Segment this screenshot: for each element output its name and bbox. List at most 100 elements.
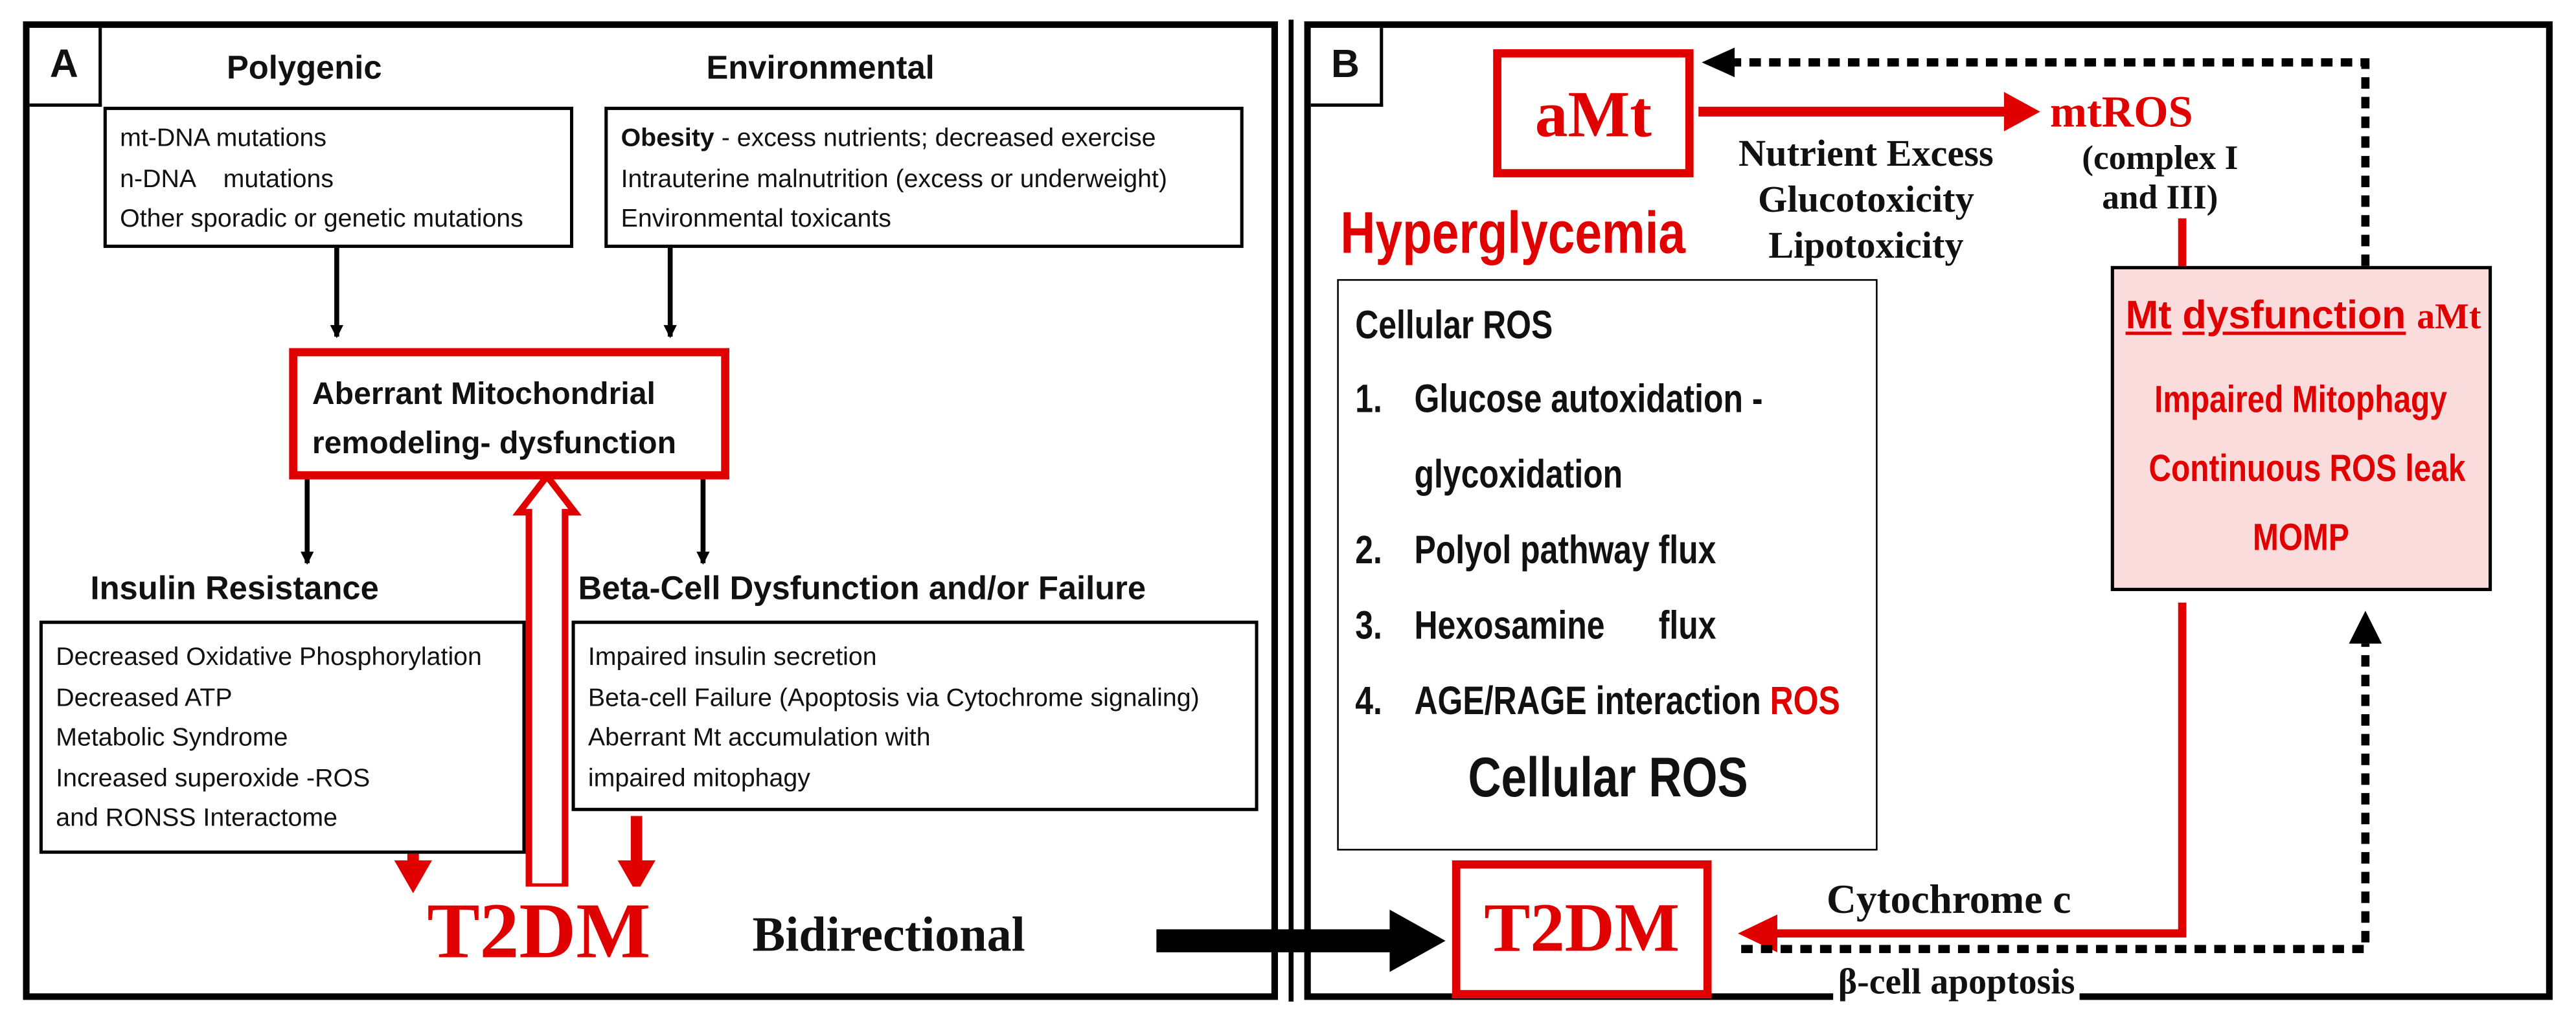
arrow-amt-mtros-shaft: [1698, 106, 2011, 117]
mt-dysfunction-lines: Impaired Mitophagy Continuous ROS leak M…: [2114, 365, 2489, 572]
arrow-to-t2dm-head: [1738, 914, 1777, 952]
cytochrome-label: Cytochrome c: [1819, 877, 2078, 926]
insulin-item: and RONSS Interactome: [56, 804, 338, 833]
mtros-detail-line: (complex I: [2082, 138, 2239, 177]
connector-mtbox-down: [2178, 602, 2187, 934]
mt-line-text: Impaired Mitophagy: [2155, 377, 2448, 421]
beta-item: Impaired insulin secretion: [587, 644, 877, 672]
a-red-arrows: [394, 471, 655, 893]
arrow-amt-mtros-head: [2003, 92, 2040, 131]
beta-item: Beta-cell Failure (Apoptosis via Cytochr…: [587, 684, 1200, 712]
cellular-ros-title-text: Cellular ROS: [1355, 304, 1553, 348]
ros-item-num: 4.: [1355, 679, 1382, 724]
dysfunction-word: dysfunction: [2182, 293, 2406, 339]
ros-item-text: Glucose autoxidation -: [1414, 377, 1763, 422]
red-arrow-right-head: [617, 860, 655, 893]
mt-dysfunction-box: Mt dysfunction aMt Impaired Mitophagy Co…: [2110, 265, 2492, 591]
ros-item-text-with-suffix: AGE/RAGE interaction ROS: [1414, 665, 1840, 741]
ros-item-suffix: ROS: [1761, 679, 1840, 724]
cellular-ros-footer: Cellular ROS: [1339, 745, 1876, 811]
aberrant-line: Aberrant Mitochondrial: [312, 377, 655, 412]
aberrant-mitochondrial-box: Aberrant Mitochondrial remodeling- dysfu…: [289, 348, 729, 480]
panel-b-letter: B: [1310, 28, 1384, 107]
nutrient-stress-text: Nutrient Excess Glucotoxicity Lipotoxici…: [1702, 131, 2030, 269]
environmental-box: Obesity - excess nutrients; decreased ex…: [604, 106, 1244, 248]
heading-insulin-resistance: Insulin Resistance: [90, 571, 379, 608]
environmental-item: Environmental toxicants: [621, 200, 1240, 240]
dotted-top-arrowhead: [1702, 47, 1735, 78]
a-black-arrows: [301, 246, 710, 565]
environmental-item: Obesity - excess nutrients; decreased ex…: [621, 120, 1240, 160]
ros-item-num: 2.: [1355, 528, 1382, 574]
dotted-feedback-bottom: [1741, 644, 2370, 954]
polygenic-item: mt-DNA mutations: [120, 124, 327, 153]
b-red-arrows: [1698, 92, 2187, 952]
t2dm-box-b: T2DM: [1452, 860, 1712, 998]
ros-item: 3. Hexosamine flux: [1355, 589, 1876, 665]
mt-line: Impaired Mitophagy: [2114, 365, 2489, 434]
polygenic-box: mt-DNA mutations n-DNA mutations Other s…: [103, 106, 574, 248]
aberrant-line: remodeling- dysfunction: [312, 427, 677, 462]
dotted-feedback-top: [1733, 58, 2370, 266]
ros-item-text: Polyol pathway flux: [1414, 528, 1716, 574]
nutrient-line: Glucotoxicity: [1758, 179, 1974, 220]
arrow-to-t2dm-shaft: [1773, 929, 2187, 938]
amt-label: aMt: [1534, 76, 1652, 151]
red-arrow-left-head: [394, 860, 432, 893]
ros-item-text: Hexosamine flux: [1414, 604, 1716, 649]
red-bidirectional-arrow: [512, 471, 582, 890]
beta-item: impaired mitophagy: [587, 764, 810, 792]
cellular-ros-footer-text: Cellular ROS: [1467, 746, 1748, 810]
t2dm-label-a: T2DM: [420, 886, 657, 979]
environmental-item-text: - excess nutrients; decreased exercise: [714, 124, 1156, 153]
heading-polygenic: Polygenic: [226, 50, 382, 87]
mtros-detail: (complex I and III): [2053, 138, 2267, 217]
polygenic-item: n-DNA mutations: [120, 164, 334, 193]
cellular-ros-box: Cellular ROS 1. Glucose autoxidation - g…: [1337, 279, 1878, 851]
hyperglycemia-text: Hyperglycemia: [1340, 198, 1686, 266]
connector-mtros-mtbox: [2178, 218, 2187, 271]
insulin-item: Decreased ATP: [56, 684, 233, 712]
mtros-detail-line: and III): [2102, 177, 2218, 217]
ros-item-text: AGE/RAGE interaction: [1414, 679, 1761, 724]
red-arrow-right-shaft: [630, 816, 643, 862]
heading-beta-cell: Beta-Cell Dysfunction and/or Failure: [578, 571, 1146, 608]
cellular-ros-title: Cellular ROS: [1355, 300, 1876, 353]
environmental-item-text: Intrauterine malnutrition (excess or und…: [621, 164, 1167, 193]
mt-line-text: Continuous ROS leak: [2149, 446, 2466, 489]
ros-item: 4. AGE/RAGE interaction ROS: [1355, 665, 1876, 741]
mt-amt-label: aMt: [2417, 295, 2481, 337]
apoptosis-label: β-cell apoptosis: [1833, 960, 2080, 1004]
polygenic-item: Other sporadic or genetic mutations: [120, 205, 523, 234]
ros-item: 2. Polyol pathway flux: [1355, 514, 1876, 590]
panel-a-frame: [23, 21, 1279, 1000]
environmental-item: Intrauterine malnutrition (excess or und…: [621, 160, 1240, 200]
heading-environmental: Environmental: [706, 50, 935, 87]
beta-item: Aberrant Mt accumulation with: [587, 724, 931, 752]
t2dm-label-b: T2DM: [1484, 892, 1680, 967]
environmental-item-bold: Obesity: [621, 124, 714, 153]
mt-line: Continuous ROS leak: [2114, 434, 2489, 503]
b-dotted-arrows: [1733, 58, 2370, 954]
mt-word: Mt: [2125, 293, 2172, 339]
bidirectional-black-arrow: [1156, 909, 1446, 972]
mtros-label: mtROS: [2049, 87, 2193, 137]
insulin-resistance-box: Decreased Oxidative Phosphorylation Decr…: [39, 620, 526, 854]
ros-item: 1. Glucose autoxidation -: [1355, 363, 1876, 438]
panel-a-letter: A: [29, 28, 102, 107]
environmental-item-text: Environmental toxicants: [621, 205, 891, 234]
beta-cell-box: Impaired insulin secretion Beta-cell Fai…: [571, 620, 1259, 811]
mt-dysfunction-title: Mt dysfunction aMt: [2126, 292, 2481, 341]
nutrient-line: Lipotoxicity: [1768, 225, 1964, 266]
mt-line-text: MOMP: [2253, 515, 2350, 559]
insulin-item: Metabolic Syndrome: [56, 724, 288, 752]
ros-item-num: 1.: [1355, 377, 1382, 422]
bidirectional-label: Bidirectional: [752, 908, 1025, 963]
ros-list: 1. Glucose autoxidation - glycoxidation …: [1355, 363, 1876, 740]
insulin-item: Increased superoxide -ROS: [56, 764, 370, 792]
hyperglycemia-label: Hyperglycemia: [1340, 197, 1761, 269]
mt-line: MOMP: [2114, 502, 2489, 572]
insulin-item: Decreased Oxidative Phosphorylation: [56, 644, 482, 672]
